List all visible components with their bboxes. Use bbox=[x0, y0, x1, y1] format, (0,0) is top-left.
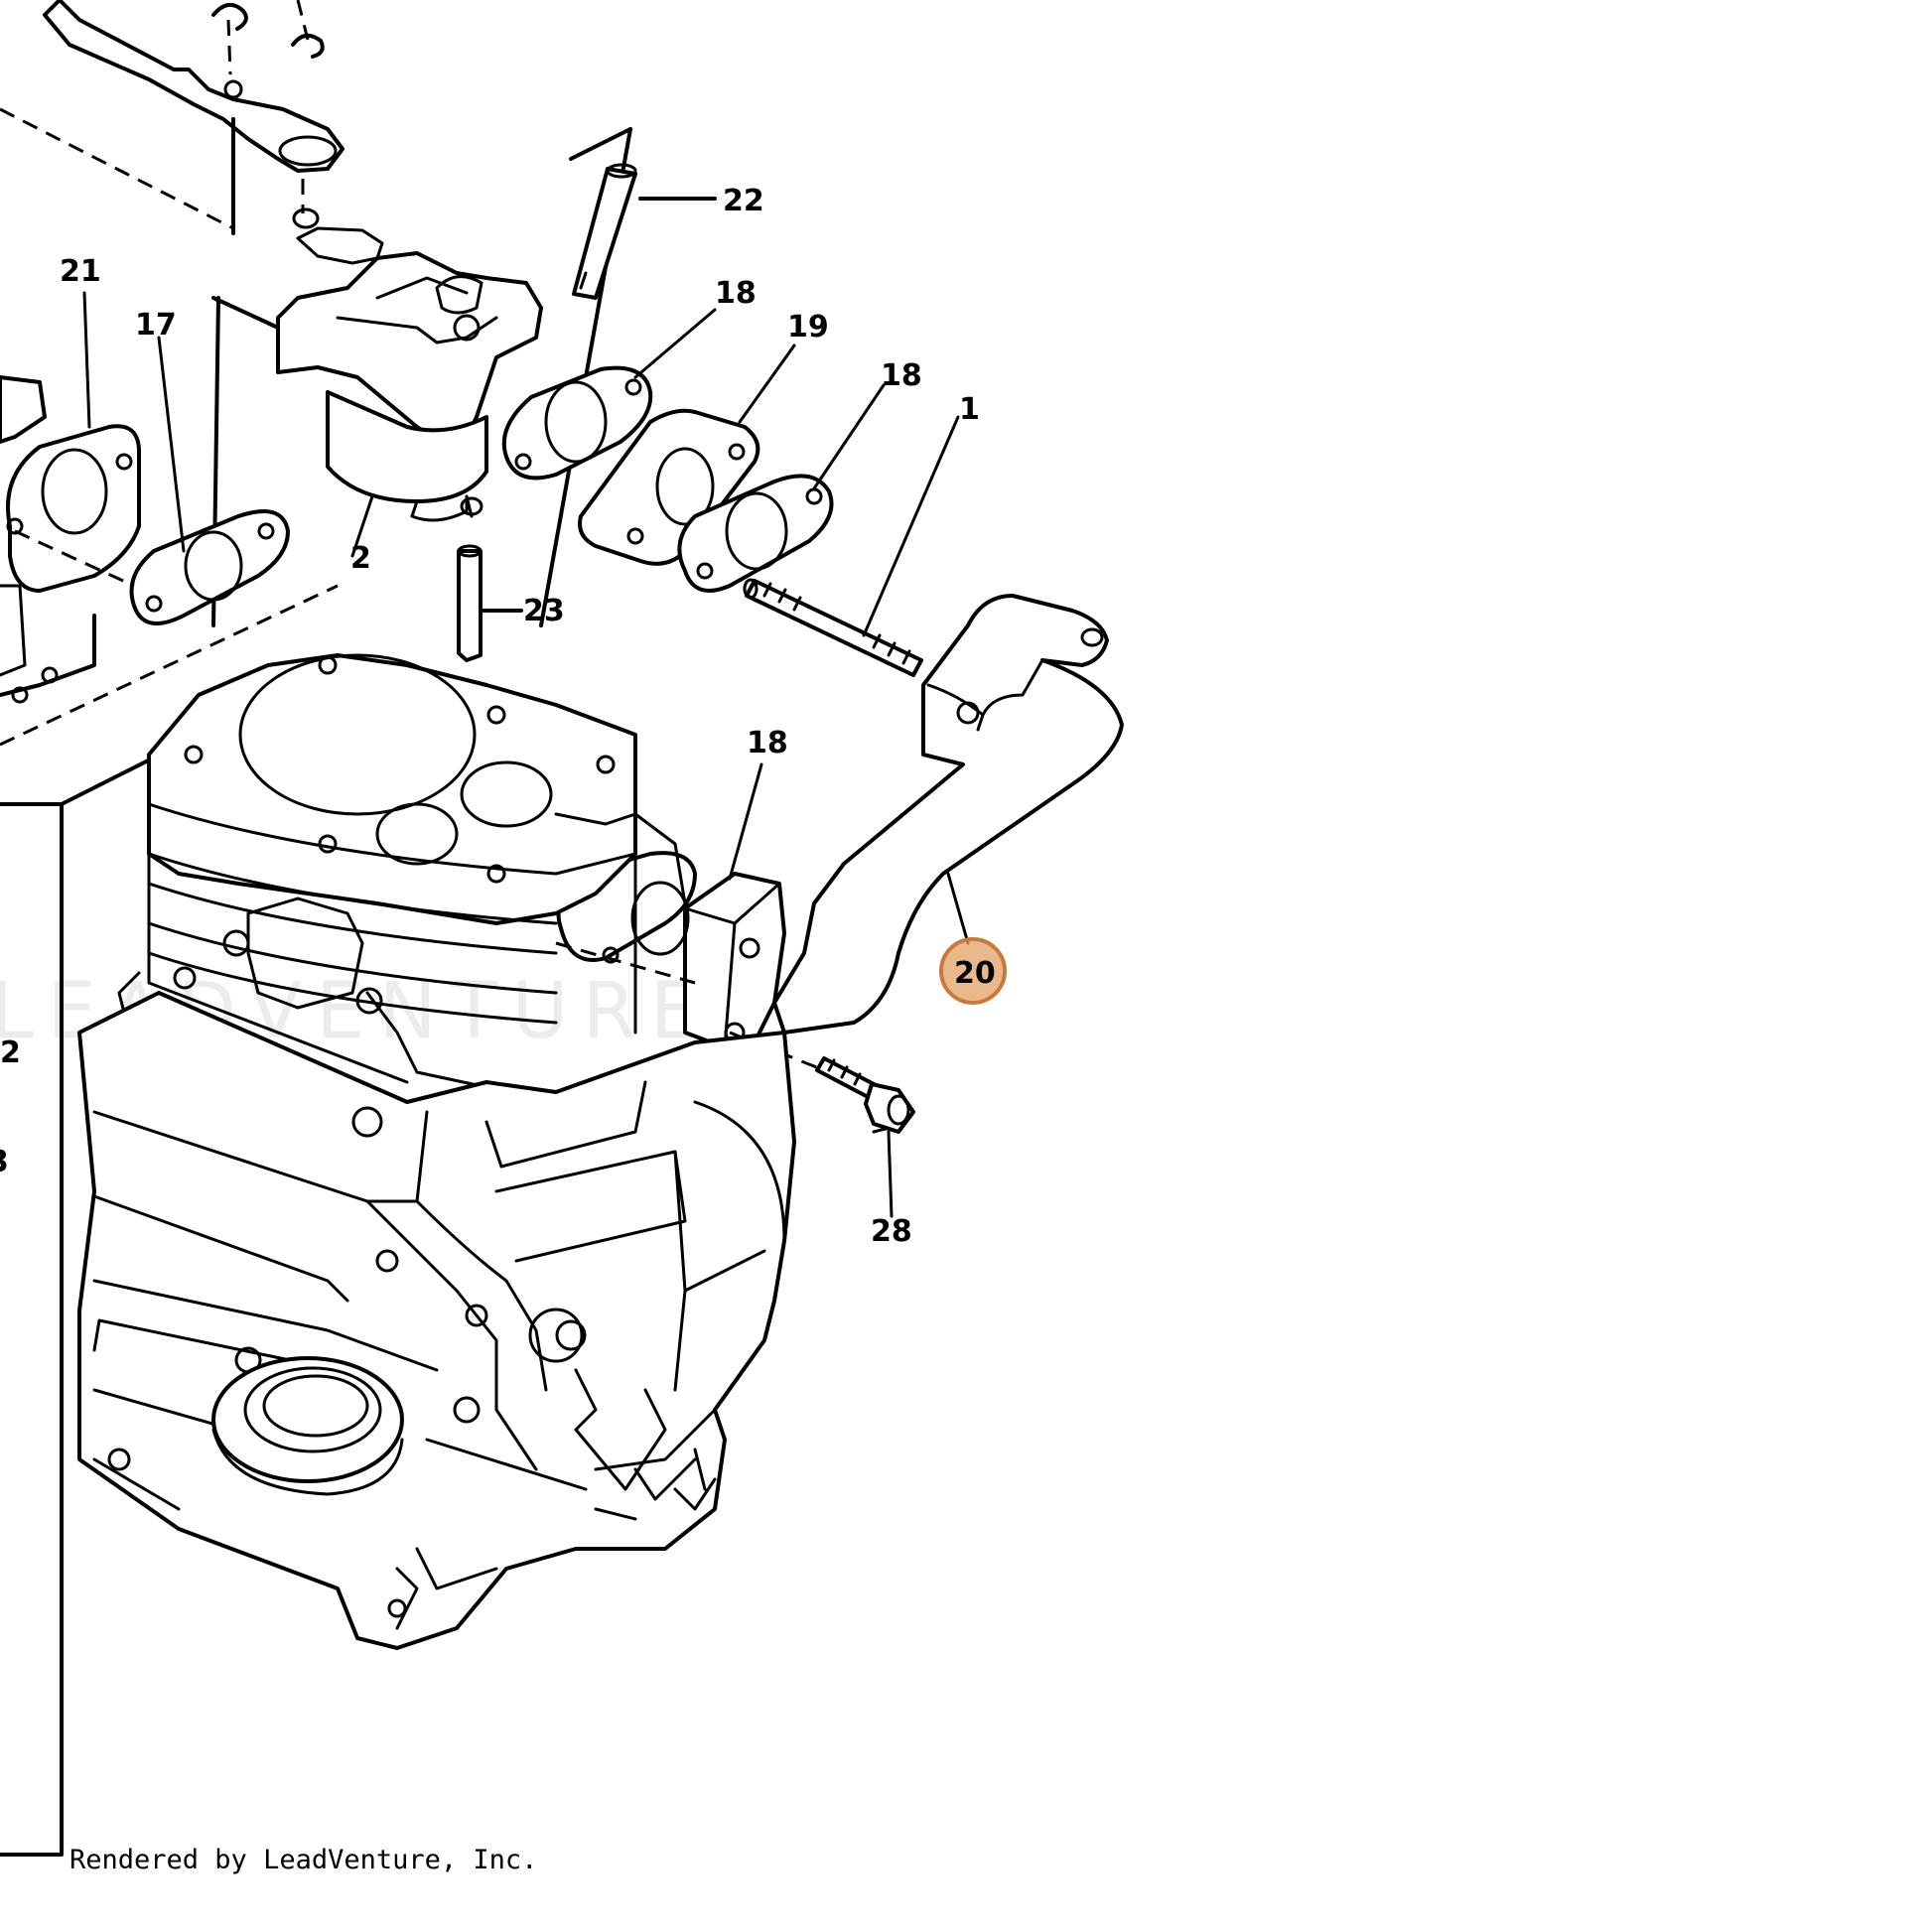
callout-2[interactable]: 2 bbox=[350, 541, 371, 576]
gasket-21 bbox=[6, 424, 141, 593]
bolt-28 bbox=[815, 1056, 915, 1134]
render-credit: Rendered by LeadVenture, Inc. bbox=[69, 1845, 538, 1875]
stud-1 bbox=[743, 578, 923, 677]
callout-17[interactable]: 17 bbox=[135, 308, 177, 343]
carburetor bbox=[276, 207, 543, 522]
linkage-plate bbox=[43, 0, 345, 213]
callout-2[interactable]: 2 bbox=[0, 1035, 21, 1070]
intake-pipe-20 bbox=[772, 594, 1124, 1035]
dashed-leader bbox=[0, 584, 339, 747]
callout-23[interactable]: 23 bbox=[523, 594, 565, 628]
leader-lines bbox=[82, 291, 970, 1218]
callout-22[interactable]: 22 bbox=[723, 184, 764, 218]
left-partial-housing bbox=[0, 375, 96, 704]
bracket-line bbox=[569, 127, 632, 161]
crankcase bbox=[77, 991, 796, 1650]
callout-20[interactable]: 20 bbox=[954, 956, 996, 991]
cylinder-head bbox=[147, 653, 687, 1035]
callout-21[interactable]: 21 bbox=[60, 254, 101, 289]
callout-18[interactable]: 18 bbox=[747, 726, 788, 760]
callout-3[interactable]: 3 bbox=[0, 1145, 9, 1179]
flange-block bbox=[683, 872, 786, 1049]
spacer-19 bbox=[578, 408, 760, 566]
bracket-line bbox=[211, 296, 280, 330]
callout-20-highlight[interactable] bbox=[939, 937, 1007, 1005]
callout-18[interactable]: 18 bbox=[715, 276, 757, 311]
gasket-18-middle bbox=[677, 474, 834, 593]
fuel-tube-22 bbox=[572, 163, 717, 300]
fuel-tube-23 bbox=[457, 544, 523, 662]
callout-19[interactable]: 19 bbox=[787, 310, 829, 345]
gasket-17 bbox=[129, 509, 290, 625]
frame-bracket bbox=[0, 802, 64, 1857]
dashed-leader bbox=[0, 107, 234, 230]
gasket-18-upper bbox=[501, 365, 653, 481]
callout-28[interactable]: 28 bbox=[871, 1214, 912, 1249]
callout-18[interactable]: 18 bbox=[881, 358, 922, 393]
callout-labels: 22 21 17 18 19 18 1 2 23 18 20 28 2 3 bbox=[0, 184, 996, 1249]
dashed-leader bbox=[14, 529, 135, 588]
callout-1[interactable]: 1 bbox=[959, 392, 980, 427]
